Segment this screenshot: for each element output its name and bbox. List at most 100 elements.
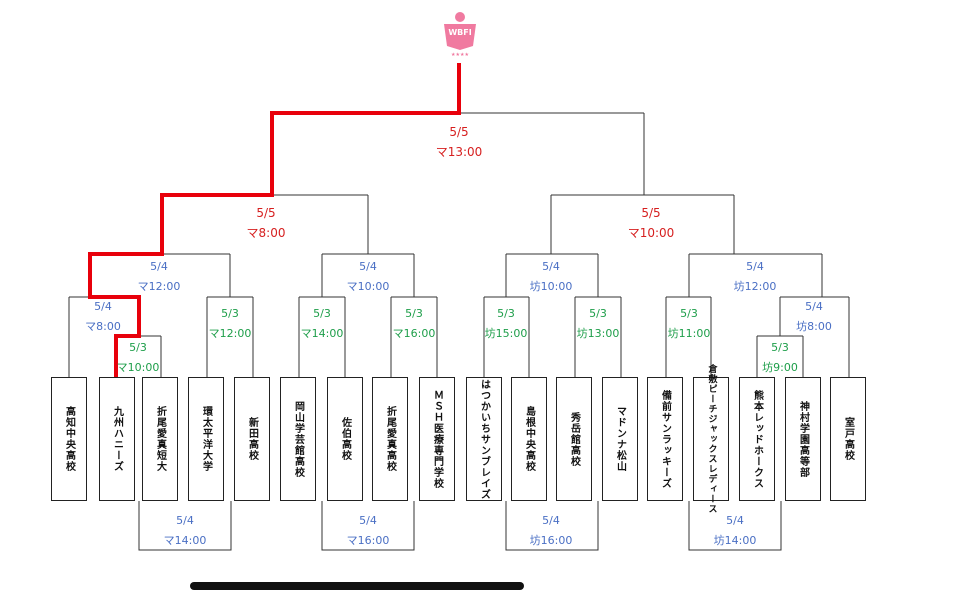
winner-path: [88, 63, 461, 377]
match-time: 坊16:00: [529, 534, 573, 547]
r2-5-bracket: [483, 296, 530, 377]
qf-3-bracket: [505, 253, 599, 297]
team-name: 熊本レッドホークス: [751, 389, 763, 489]
team-kurashiki-peach-jacks: 倉敷ピーチジャックスレディース: [693, 364, 729, 514]
match-time: マ10:00: [116, 361, 160, 374]
match-time: マ14:00: [300, 327, 344, 340]
match-date: 5/5: [256, 206, 276, 220]
bottom-3-bracket: [505, 501, 599, 551]
team-name: 備前サンラッキーズ: [659, 389, 671, 489]
team-kantaiheiyo-univ: 環太平洋大学: [188, 377, 224, 501]
match-time: マ13:00: [435, 145, 483, 159]
r2-4-bracket: [390, 296, 438, 377]
match-time: マ10:00: [627, 226, 675, 240]
bottom-match-label-1: 5/4 マ14:00: [164, 511, 207, 551]
match-label-semi-right: 5/5 マ10:00: [628, 203, 675, 243]
match-time: マ12:00: [137, 280, 181, 293]
team-msh-iryo: ＭＳＨ医療専門学校: [419, 377, 455, 501]
match-date: 5/4: [359, 260, 377, 273]
match-time: マ14:00: [163, 534, 207, 547]
team-name: 環太平洋大学: [200, 406, 212, 472]
logo-text: WBFI: [448, 28, 471, 37]
match-label-qf-2: 5/4 マ10:00: [347, 257, 390, 297]
match-time: 坊10:00: [529, 280, 573, 293]
match-time: 坊8:00: [796, 320, 832, 333]
match-label-qf-4: 5/4 坊12:00: [734, 257, 777, 297]
match-time: マ16:00: [392, 327, 436, 340]
match-date: 5/3: [313, 307, 331, 320]
bottom-1-bracket: [138, 501, 232, 551]
match-date: 5/5: [641, 206, 661, 220]
match-date: 5/4: [176, 514, 194, 527]
match-date: 5/3: [771, 341, 789, 354]
match-label-semi-left: 5/5 マ8:00: [247, 203, 286, 243]
team-name: 佐伯高校: [339, 417, 351, 461]
team-kumamoto-redhawks: 熊本レッドホークス: [739, 377, 775, 501]
team-muroto: 室戸高校: [830, 377, 866, 501]
team-kamimura-gakuen: 神村学園高等部: [785, 377, 821, 501]
team-name: 新田高校: [246, 417, 258, 461]
team-name: 室戸高校: [842, 417, 854, 461]
team-kochi-chuo: 高知中央高校: [51, 377, 87, 501]
match-label-r2-5: 5/3 坊15:00: [485, 304, 528, 344]
team-name: ＭＳＨ医療専門学校: [431, 389, 443, 489]
match-date: 5/3: [129, 341, 147, 354]
team-nitta: 新田高校: [234, 377, 270, 501]
team-name: 折尾愛真短大: [154, 406, 166, 472]
team-name: 折尾愛真高校: [384, 406, 396, 472]
wbfi-logo: WBFI ★★★★: [444, 12, 476, 58]
r2-2-bracket: [206, 296, 254, 377]
match-date: 5/4: [805, 300, 823, 313]
match-time: マ16:00: [346, 534, 390, 547]
match-date: 5/3: [497, 307, 515, 320]
match-label-r2-3: 5/3 マ14:00: [301, 304, 344, 344]
bottom-2-bracket: [321, 501, 415, 551]
team-name: 高知中央高校: [63, 406, 75, 472]
match-time: 坊15:00: [484, 327, 528, 340]
match-time: 坊9:00: [762, 361, 798, 374]
match-date: 5/4: [746, 260, 764, 273]
logo-shield: [444, 24, 476, 50]
match-label-r1-1: 5/3 マ10:00: [117, 338, 160, 378]
match-date: 5/4: [94, 300, 112, 313]
team-name: マドンナ松山: [614, 406, 626, 472]
team-kyushu-honeys: 九州ハニーズ: [99, 377, 135, 501]
logo-stars: ★★★★: [451, 52, 469, 58]
match-time: マ8:00: [246, 226, 286, 240]
r2-7-bracket: [665, 296, 712, 377]
team-name: 九州ハニーズ: [111, 406, 123, 472]
bottom-4-bracket: [688, 501, 782, 551]
home-indicator[interactable]: [190, 582, 524, 590]
match-time: 坊14:00: [713, 534, 757, 547]
team-name: はつかいちサンブレイズ: [478, 378, 490, 500]
match-time: 坊12:00: [733, 280, 777, 293]
team-name: 倉敷ピーチジャックスレディース: [706, 364, 717, 514]
bottom-match-label-2: 5/4 マ16:00: [347, 511, 390, 551]
team-shugakukan: 秀岳館高校: [556, 377, 592, 501]
team-madonna-matsuyama: マドンナ松山: [602, 377, 638, 501]
team-name: 岡山学芸館高校: [292, 400, 304, 478]
team-orio-aishin-tandai: 折尾愛真短大: [142, 377, 178, 501]
qf-2-bracket: [321, 253, 415, 297]
team-name: 島根中央高校: [523, 406, 535, 472]
match-time: マ12:00: [208, 327, 252, 340]
match-date: 5/3: [589, 307, 607, 320]
match-time: 坊11:00: [667, 327, 711, 340]
semi-right-bracket: [550, 194, 735, 254]
match-time: マ10:00: [346, 280, 390, 293]
team-orio-aishin-hs: 折尾愛真高校: [372, 377, 408, 501]
match-date: 5/4: [359, 514, 377, 527]
r2-3-bracket: [298, 296, 346, 377]
team-shimane-chuo: 島根中央高校: [511, 377, 547, 501]
